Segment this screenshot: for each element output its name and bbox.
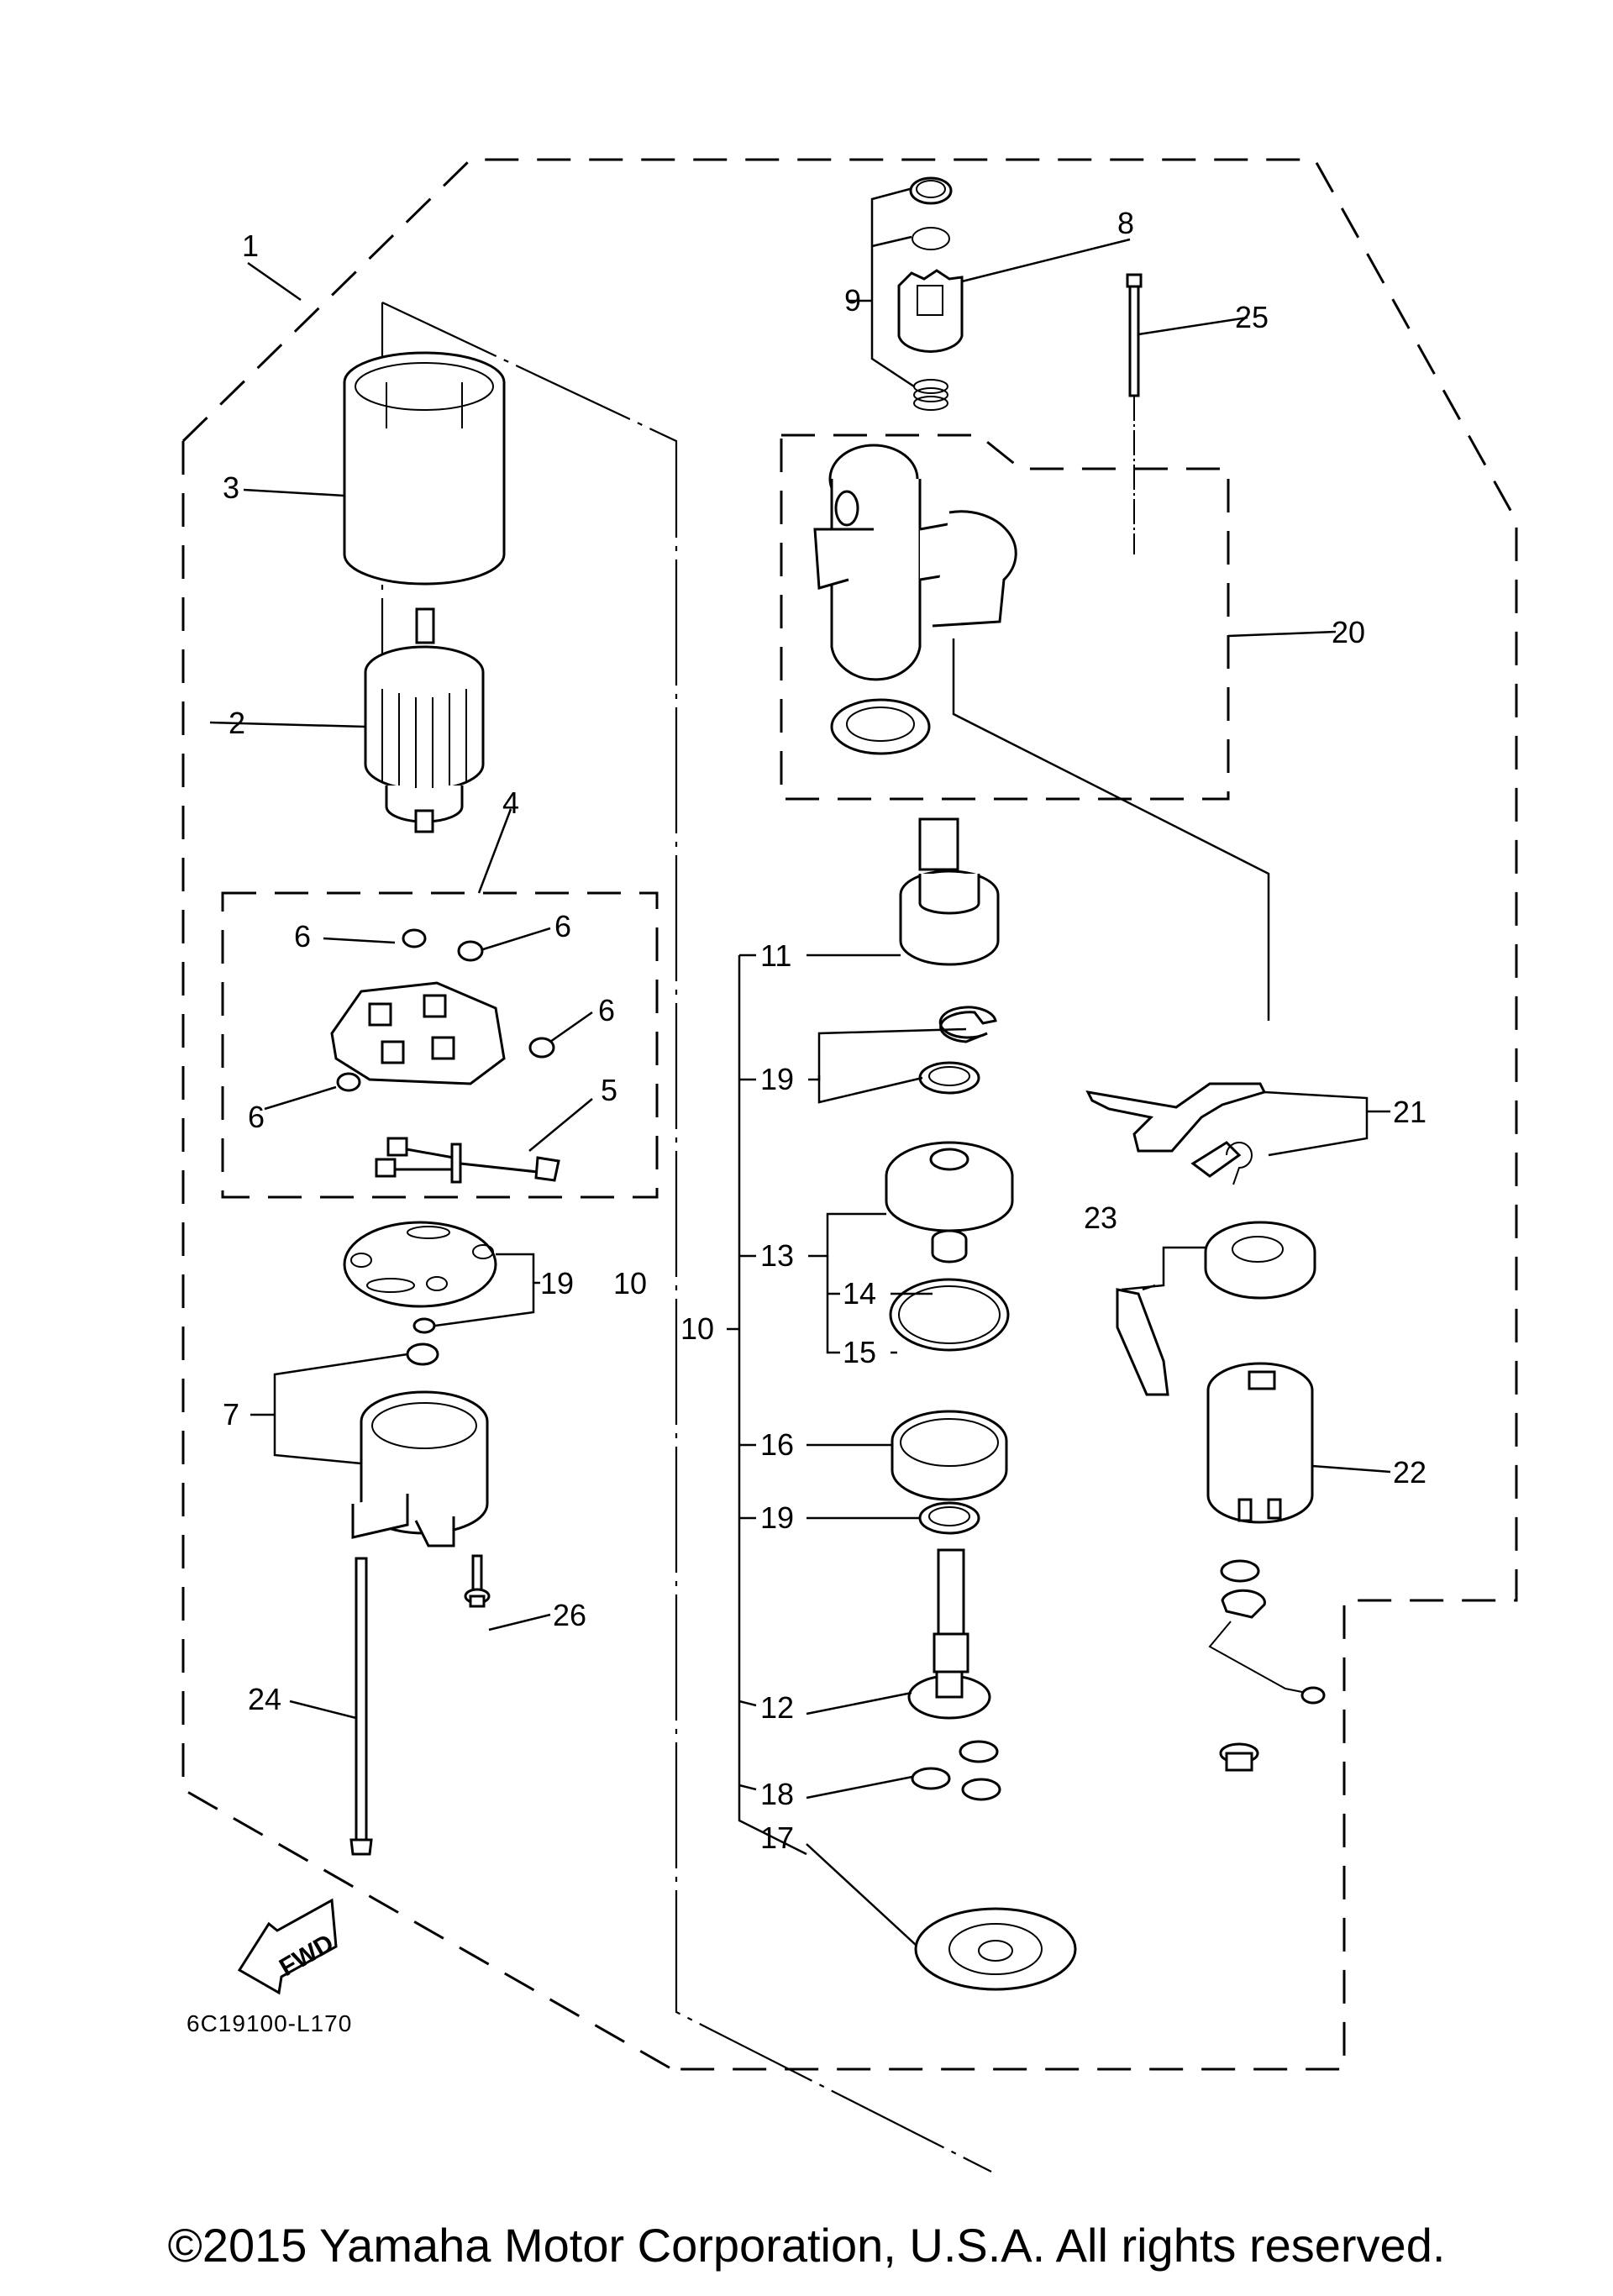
callout-23: 23 [1084,1201,1117,1235]
callout-25: 25 [1235,300,1269,334]
callout-19-a: 19 [540,1266,574,1300]
callout-20: 20 [1332,615,1365,649]
callout-3: 3 [223,470,239,505]
bearing-14-part [931,1229,968,1264]
terminal-cable-part [1208,1559,1326,1772]
callout-10-b: 10 [680,1311,714,1346]
bracket-lever-leader [952,638,1270,1021]
callout-5: 5 [601,1073,617,1107]
rear-cover-part [351,1342,489,1547]
callout-18: 18 [760,1777,794,1811]
callout-14: 14 [843,1276,876,1311]
callout-6-c: 6 [598,993,615,1027]
callout-22: 22 [1393,1455,1426,1490]
callout-1: 1 [242,229,259,263]
callout-26: 26 [553,1598,586,1632]
callout-11: 11 [760,938,791,973]
callout-17: 17 [760,1821,794,1855]
through-bolt-part [349,1557,373,1856]
gear-bracket-part [885,1141,1014,1232]
front-bracket-part [813,444,1017,755]
callout-7: 7 [223,1397,239,1432]
drawing-code: 6C19100-L170 [187,2010,352,2036]
clutch-part [899,817,1000,966]
callout-9: 9 [844,283,861,318]
magnetic-switch-part [1206,1362,1314,1524]
plate-17-part [914,1907,1077,1991]
washer-parts [918,1061,980,1535]
internal-gear-part [891,1410,1008,1501]
brush-holder-box [221,891,659,1199]
callout-24: 24 [248,1682,281,1716]
callout-12: 12 [760,1690,794,1725]
copyright-notice: ©2015 Yamaha Motor Corporation, U.S.A. A… [167,2219,1446,2272]
callout-19-b: 19 [760,1062,794,1096]
brake-plate-part [343,1221,497,1334]
callout-19-c: 19 [760,1500,794,1535]
planetary-gears-part [911,1740,1001,1801]
yoke-part [343,351,506,586]
bolt-25-part [1126,273,1143,554]
leader-lines [209,187,1391,1946]
callout-16: 16 [760,1427,794,1462]
assembly-boundary-left [181,441,673,2071]
e-clip-part [938,1006,997,1043]
callout-8: 8 [1117,206,1134,240]
assembly-boundary [181,158,1518,2071]
center-chain-line [381,302,992,2173]
fwd-arrow-icon: FWD [237,1898,339,1995]
callouts: 1 3 2 4 6 6 6 6 5 19 10 7 26 24 8 9 25 2… [223,206,1426,1855]
ring-15-part [889,1278,1010,1352]
brush-springs [336,928,555,1092]
callout-4: 4 [502,785,519,820]
callout-6-b: 6 [554,909,571,943]
lever-set-part [1085,1082,1267,1185]
callout-13: 13 [760,1238,794,1273]
callout-15: 15 [843,1335,876,1369]
screw-part [464,1554,491,1608]
callout-6-d: 6 [248,1100,265,1134]
callout-6-a: 6 [294,919,311,954]
shaft-part [907,1548,991,1720]
callout-21: 21 [1393,1095,1426,1129]
brush-set-part [375,1137,560,1184]
pinion-stopper-set-part [909,176,953,411]
callout-2: 2 [229,706,245,740]
pinion-part [897,269,964,353]
callout-10-a: 10 [613,1266,647,1300]
armature-part [364,607,485,833]
cover-kit-part [1116,1221,1316,1396]
brush-holder-plate [330,981,506,1085]
